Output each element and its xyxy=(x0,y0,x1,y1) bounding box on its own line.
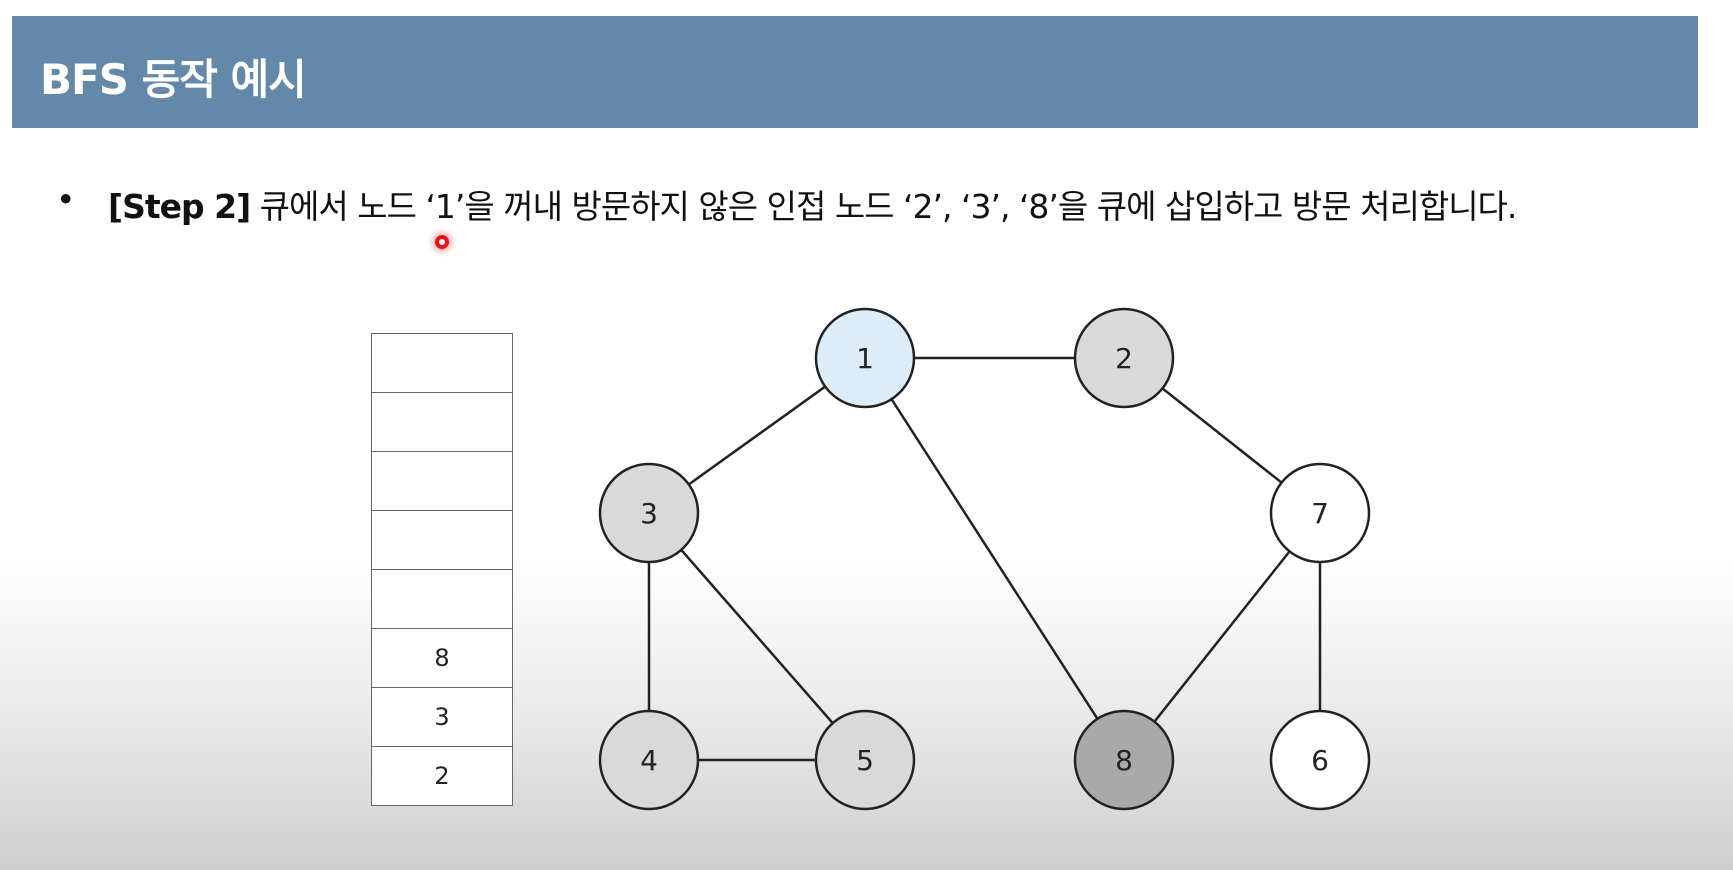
node-label: 6 xyxy=(1311,744,1329,777)
slide-header: BFS 동작 예시 xyxy=(12,16,1698,128)
pointer-cursor-icon xyxy=(435,235,449,249)
queue-cell xyxy=(371,511,513,570)
queue: 8 3 2 xyxy=(371,333,513,806)
node-circle xyxy=(1269,709,1371,811)
queue-cell: 2 xyxy=(371,747,513,806)
step-text: [Step 2] 큐에서 노드 ‘1’을 꺼내 방문하지 않은 인접 노드 ‘2… xyxy=(108,180,1518,228)
node-label: 4 xyxy=(640,744,658,777)
edge-1-8 xyxy=(863,357,1126,761)
queue-cell: 8 xyxy=(371,629,513,688)
node-label: 2 xyxy=(1115,342,1133,375)
node-label: 1 xyxy=(856,342,874,375)
slide-title: BFS 동작 예시 xyxy=(40,55,307,104)
graph-node-6: 6 xyxy=(1269,709,1371,811)
queue-cell: 3 xyxy=(371,688,513,747)
node-circle xyxy=(598,462,700,564)
queue-cell xyxy=(371,452,513,511)
node-circle xyxy=(1269,462,1371,564)
graph-nodes: 1 2 3 4 5 6 7 8 xyxy=(598,307,1371,811)
step-label: [Step 2] xyxy=(108,187,251,226)
graph-node-4: 4 xyxy=(598,709,700,811)
node-circle xyxy=(598,709,700,811)
edge-7-8 xyxy=(1123,512,1321,761)
node-label: 7 xyxy=(1311,497,1329,530)
node-label: 3 xyxy=(640,497,658,530)
graph-node-8: 8 xyxy=(1073,709,1175,811)
node-label: 8 xyxy=(1115,744,1133,777)
step-body: 큐에서 노드 ‘1’을 꺼내 방문하지 않은 인접 노드 ‘2’, ‘3’, ‘… xyxy=(250,187,1518,226)
node-label: 5 xyxy=(856,744,874,777)
graph-node-7: 7 xyxy=(1269,462,1371,564)
graph-node-3: 3 xyxy=(598,462,700,564)
node-circle xyxy=(1073,307,1175,409)
node-circle xyxy=(814,709,916,811)
graph-node-5: 5 xyxy=(814,709,916,811)
node-circle xyxy=(1073,709,1175,811)
graph-edges xyxy=(647,356,1322,762)
edge-3-5 xyxy=(648,512,866,761)
bullet-icon: • xyxy=(56,180,75,219)
queue-cell xyxy=(371,570,513,629)
queue-cell xyxy=(371,333,513,393)
queue-cell xyxy=(371,393,513,452)
graph-node-2: 2 xyxy=(1073,307,1175,409)
node-circle xyxy=(814,307,916,409)
graph-node-1: 1 xyxy=(814,307,916,409)
